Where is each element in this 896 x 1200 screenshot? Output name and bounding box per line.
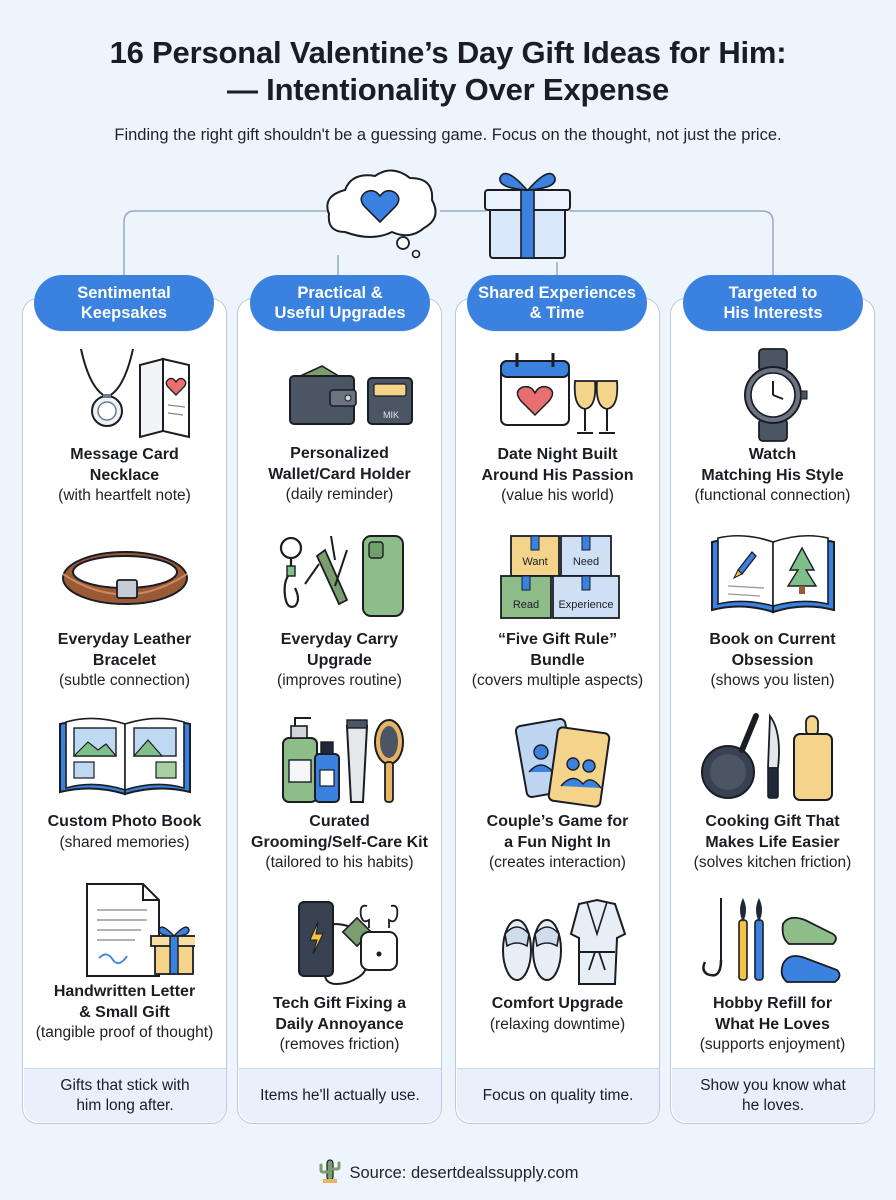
gift-item: Couple’s Game for a Fun Night In (create… xyxy=(455,712,660,873)
gift-item: MIK Personalized Wallet/Card Holder (dai… xyxy=(237,352,442,505)
column-footer: Gifts that stick with him long after. xyxy=(24,1068,226,1122)
column-footer: Items he'll actually use. xyxy=(239,1068,441,1122)
column-footer: Focus on quality time. xyxy=(457,1068,659,1122)
wallet-monogram: MIK xyxy=(382,410,398,420)
gift-note: (functional connection) xyxy=(694,487,851,504)
necklace-card-icon xyxy=(22,345,227,445)
column-heading-interests: Targeted to His Interests xyxy=(683,275,863,331)
slippers-robe-icon xyxy=(455,894,660,994)
gift-item: Cooking Gift That Makes Life Easier (sol… xyxy=(670,712,875,873)
column-shared xyxy=(455,298,660,1124)
gift-name: Book on Current Obsession xyxy=(709,631,836,669)
gift-note: (solves kitchen friction) xyxy=(693,854,852,871)
wallet-icon: MIK xyxy=(237,352,442,444)
box-label: Experience xyxy=(558,599,613,611)
gift-name: Comfort Upgrade xyxy=(491,995,624,1012)
gift-note: (subtle connection) xyxy=(59,672,190,689)
gift-item: Everyday Carry Upgrade (improves routine… xyxy=(237,530,442,691)
gift-name: “Five Gift Rule” Bundle xyxy=(497,631,618,669)
column-footer: Show you know what he loves. xyxy=(672,1068,874,1122)
gift-item: Watch Matching His Style (functional con… xyxy=(670,345,875,506)
connector-diagram xyxy=(123,169,774,276)
letter-gift-icon xyxy=(22,880,227,982)
hobby-supplies-icon xyxy=(670,894,875,994)
title-line-1: 16 Personal Valentine’s Day Gift Ideas f… xyxy=(109,35,787,70)
box-label: Want xyxy=(522,556,547,568)
cactus-icon xyxy=(318,1158,342,1189)
gift-name: Custom Photo Book xyxy=(47,813,202,830)
gift-item: Everyday Leather Bracelet (subtle connec… xyxy=(22,530,227,691)
subtitle: Finding the right gift shouldn't be a gu… xyxy=(114,126,782,144)
gift-note: (removes friction) xyxy=(279,1036,400,1053)
gift-name: Cooking Gift That Makes Life Easier xyxy=(705,813,840,851)
gift-note: (tailored to his habits) xyxy=(265,854,414,871)
gift-note: (creates interaction) xyxy=(489,854,626,871)
gift-item: Curated Grooming/Self-Care Kit (tailored… xyxy=(237,712,442,873)
gift-note: (relaxing downtime) xyxy=(489,1015,626,1033)
column-interests xyxy=(670,298,875,1124)
open-book-icon xyxy=(670,530,875,630)
column-sentimental xyxy=(22,298,227,1124)
gift-name: Hobby Refill for What He Loves xyxy=(712,995,833,1033)
thought-bubble-heart-icon xyxy=(326,169,437,259)
gift-item: Custom Photo Book (shared memories) xyxy=(22,712,227,853)
source-credit: Source: desertdealssupply.com xyxy=(0,1158,896,1189)
gift-item: Hobby Refill for What He Loves (supports… xyxy=(670,894,875,1055)
gift-item: Book on Current Obsession (shows you lis… xyxy=(670,530,875,691)
five-gift-boxes-icon: Want Need Read Experience xyxy=(455,530,660,630)
gift-box-icon xyxy=(484,172,571,259)
grooming-kit-icon xyxy=(237,712,442,812)
gift-item: Message Card Necklace (with heartfelt no… xyxy=(22,345,227,506)
column-heading-practical: Practical & Useful Upgrades xyxy=(250,275,430,331)
gift-item: Date Night Built Around His Passion (val… xyxy=(455,345,660,506)
gift-item: Want Need Read Experience “Five Gift Rul… xyxy=(455,530,660,691)
gift-note: (value his world) xyxy=(501,487,614,504)
gift-note: (daily reminder) xyxy=(285,486,394,503)
gift-name: Date Night Built Around His Passion xyxy=(481,446,634,484)
gift-item: Handwritten Letter & Small Gift (tangibl… xyxy=(22,880,227,1043)
gift-item: Tech Gift Fixing a Daily Annoyance (remo… xyxy=(237,894,442,1055)
column-heading-sentimental: Sentimental Keepsakes xyxy=(34,275,214,331)
date-night-icon xyxy=(455,345,660,445)
gift-name: Curated Grooming/Self-Care Kit xyxy=(251,813,428,851)
source-text: Source: desertdealssupply.com xyxy=(349,1163,579,1182)
gift-note: (with heartfelt note) xyxy=(58,487,191,504)
gift-note: (tangible proof of thought) xyxy=(35,1024,214,1041)
cookware-icon xyxy=(670,712,875,812)
gift-name: Message Card Necklace xyxy=(70,446,179,484)
photo-book-icon xyxy=(22,712,227,812)
gift-name: Watch Matching His Style xyxy=(701,446,844,484)
leather-bracelet-icon xyxy=(22,530,227,630)
gift-name: Everyday Leather Bracelet xyxy=(57,631,192,669)
gift-note: (improves routine) xyxy=(277,672,402,689)
gift-note: (shows you listen) xyxy=(710,672,835,689)
gift-note: (shared memories) xyxy=(59,833,190,851)
gift-note: (covers multiple aspects) xyxy=(471,672,644,689)
page-title: 16 Personal Valentine’s Day Gift Ideas f… xyxy=(0,34,896,108)
column-heading-shared: Shared Experiences & Time xyxy=(467,275,647,331)
title-line-2: — Intentionality Over Expense xyxy=(226,72,670,107)
couple-game-cards-icon xyxy=(455,712,660,812)
everyday-carry-icon xyxy=(237,530,442,630)
gift-name: Tech Gift Fixing a Daily Annoyance xyxy=(272,995,407,1033)
gift-name: Handwritten Letter & Small Gift xyxy=(53,983,196,1021)
box-label: Need xyxy=(572,556,598,568)
gift-name: Everyday Carry Upgrade xyxy=(280,631,399,669)
box-label: Read xyxy=(512,599,538,611)
watch-icon xyxy=(670,345,875,445)
gift-note: (supports enjoyment) xyxy=(699,1036,846,1053)
tech-gadgets-icon xyxy=(237,894,442,994)
gift-name: Personalized Wallet/Card Holder xyxy=(268,445,411,483)
column-practical xyxy=(237,298,442,1124)
gift-item: Comfort Upgrade (relaxing downtime) xyxy=(455,894,660,1035)
gift-name: Couple’s Game for a Fun Night In xyxy=(486,813,629,851)
